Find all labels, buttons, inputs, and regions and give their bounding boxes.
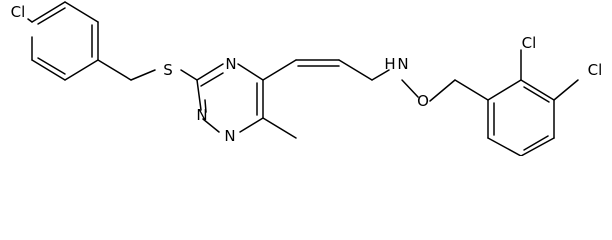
bond [64, 1, 99, 23]
bond [429, 79, 456, 102]
bond [200, 72, 224, 87]
bond [196, 63, 224, 81]
atom-nitrogen-1: N [225, 55, 236, 73]
atom-cl-upper: Cl [522, 34, 537, 52]
bond [487, 79, 522, 101]
bond [239, 117, 264, 133]
atom-cl-right: Cl [588, 61, 603, 79]
bond [454, 79, 489, 101]
bond [237, 63, 264, 81]
bond [401, 79, 419, 98]
bond [31, 59, 66, 81]
bond [262, 59, 297, 81]
atom-sulfur: S [163, 61, 173, 79]
atom-oxygen: O [417, 92, 429, 110]
bond [202, 118, 220, 133]
atom-cl-left: Cl [11, 3, 26, 21]
bond [262, 117, 297, 139]
bond [37, 57, 66, 75]
bond [553, 79, 579, 101]
atom-labels: Cl S N N N H N O Cl Cl [11, 3, 603, 145]
bond [27, 18, 33, 23]
bond [520, 79, 555, 101]
bond [520, 137, 555, 156]
atom-h-on-nitrogen: H [384, 55, 395, 73]
bond [196, 79, 202, 111]
atom-nitrogen-2: N [196, 106, 207, 124]
atom-nitrogen-3: N [224, 127, 235, 145]
bond [64, 59, 99, 81]
bond [180, 69, 198, 81]
bond [338, 59, 373, 81]
bond [31, 1, 66, 23]
bond [371, 69, 390, 81]
bond [523, 135, 549, 151]
bond-network [27, 1, 579, 156]
chemical-structure: Cl S N N N H N O Cl Cl [11, 1, 603, 156]
bond [487, 137, 522, 156]
bond [204, 99, 207, 113]
bond [523, 86, 550, 103]
atom-nitrogen-nh: N [397, 55, 408, 73]
bond [130, 69, 156, 81]
bond [97, 59, 132, 81]
bond [37, 7, 66, 25]
